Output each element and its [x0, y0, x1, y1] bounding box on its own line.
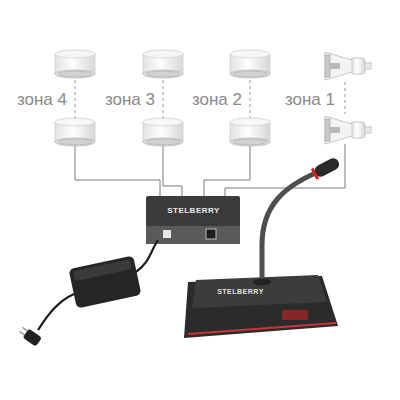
power-adapter [18, 240, 158, 347]
mic-ring [311, 168, 319, 180]
amplifier-top [146, 196, 240, 226]
mains-plug [18, 325, 42, 347]
adapter-body [69, 256, 142, 309]
horn-speaker [325, 116, 371, 144]
zone-dashed-line [345, 82, 346, 114]
plug-pin [19, 331, 25, 336]
zone-label: зона 4 [17, 91, 67, 110]
ceiling-speaker [143, 50, 183, 78]
zone-dashed-line [250, 80, 251, 120]
ceiling-speaker [230, 118, 270, 146]
microphone-console [184, 156, 341, 338]
brand-text: STELBERRY [217, 288, 264, 296]
amplifier-front [146, 224, 240, 244]
adapter-brick [69, 256, 142, 309]
ceiling-speaker [143, 118, 183, 146]
ceiling-speaker [230, 50, 270, 78]
mains-cord [38, 294, 74, 330]
zone-dashed-line [163, 80, 164, 120]
zone-label: зона 1 [285, 91, 335, 110]
dc-cable [136, 240, 158, 272]
ceiling-speakers [55, 50, 270, 146]
ceiling-speaker [55, 50, 95, 78]
console-led-strip [188, 323, 336, 334]
amplifier-port [163, 230, 171, 238]
zone-label: зона 2 [192, 91, 242, 110]
console-button [282, 310, 308, 320]
speaker-wires [75, 144, 345, 196]
gooseneck-collar [253, 279, 271, 286]
plug-pin [22, 327, 28, 332]
adapter-highlight [73, 259, 132, 281]
microphone-head [311, 156, 341, 180]
amplifier-box-label: STELBERRY [163, 205, 224, 218]
zone-label: зона 3 [105, 91, 155, 110]
speaker-wire [75, 146, 160, 196]
gooseneck [262, 172, 318, 282]
zone-dashed-lines [75, 80, 345, 120]
ceiling-speaker [55, 118, 95, 146]
plug-body [23, 328, 42, 346]
console-base [184, 276, 338, 338]
amplifier-port [206, 229, 216, 239]
speaker-wire [163, 146, 182, 196]
amplifier-box [146, 196, 240, 244]
console-label: STELBERRY [214, 287, 267, 297]
console-top [192, 275, 327, 308]
horn-speaker [325, 52, 371, 80]
brand-text: STELBERRY [167, 207, 220, 216]
zone-dashed-line [75, 80, 76, 120]
